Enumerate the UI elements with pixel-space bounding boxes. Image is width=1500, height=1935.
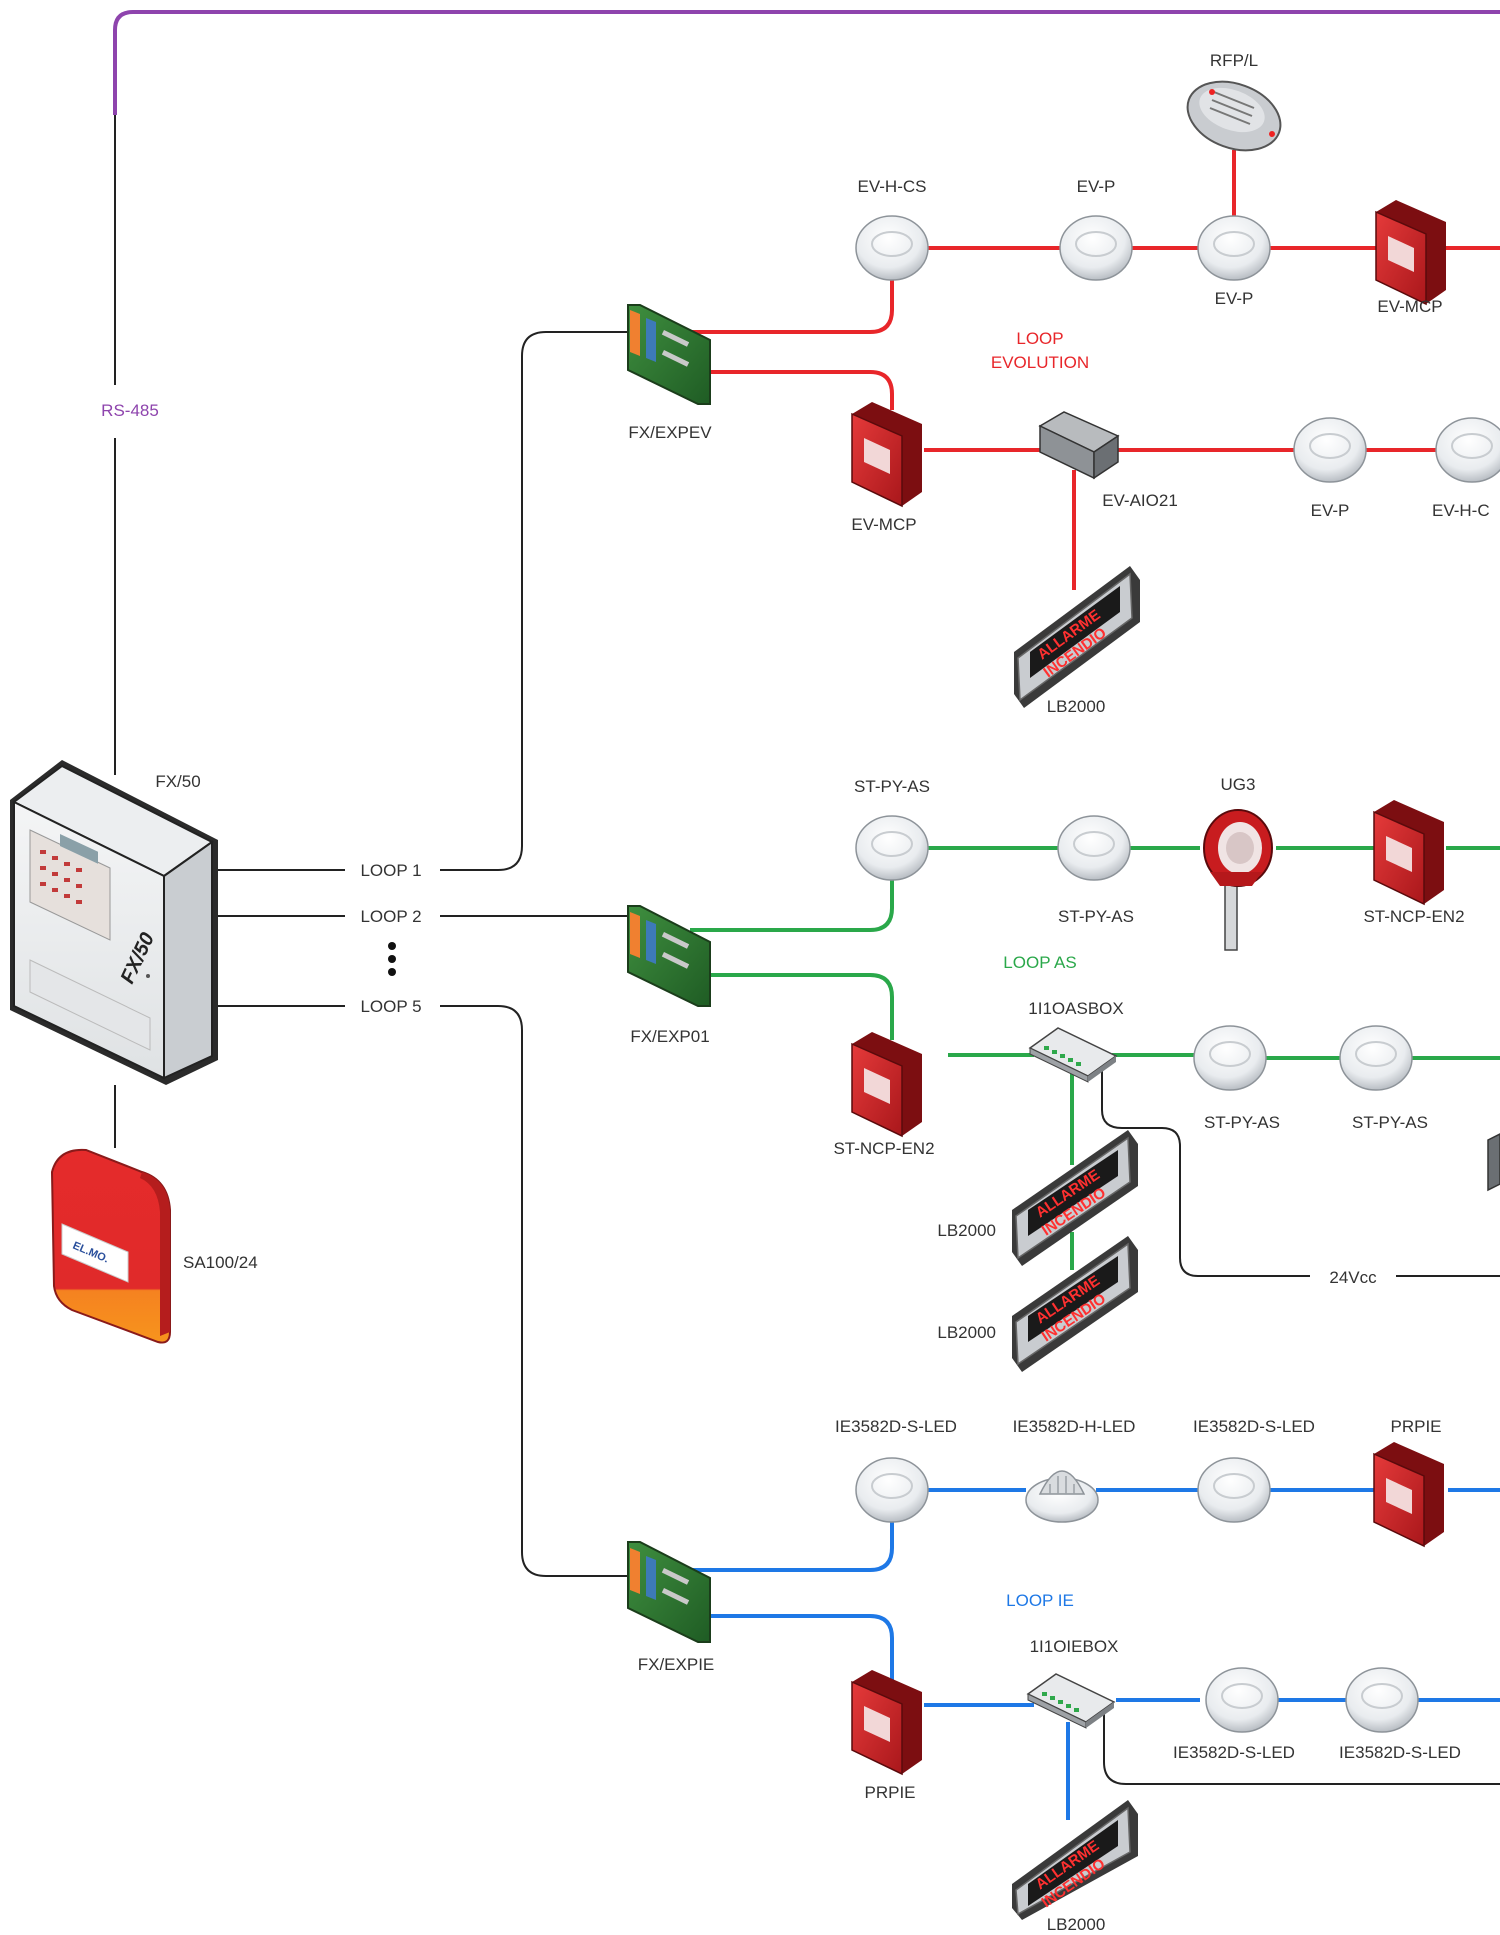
io-module-ev-aio21 [1038, 411, 1120, 480]
1i1oasbox-label: 1I1OASBOX [1028, 999, 1123, 1018]
lb2000-label: LB2000 [937, 1323, 996, 1342]
loop-as-title: LOOP AS [1003, 953, 1076, 972]
loop2-label: LOOP 2 [360, 907, 421, 926]
fx-expie-card [627, 1541, 711, 1643]
manual-call-point [1375, 200, 1446, 306]
sa100-sounder: EL.MO. [50, 1148, 171, 1344]
alarm-sign-lb2000: ALLARME INCENDIO [1012, 1800, 1138, 1920]
prpie-label: PRPIE [864, 1783, 915, 1802]
manual-call-point [851, 1032, 922, 1138]
ev-h-cs-label: EV-H-CS [858, 177, 927, 196]
smoke-detector [1345, 1667, 1419, 1733]
loop5-wire [218, 1005, 628, 1577]
ie-power-wire [1103, 1712, 1500, 1785]
smoke-detector [1197, 1457, 1271, 1523]
ug3-label: UG3 [1221, 775, 1256, 794]
st-py-as-label: ST-PY-AS [1204, 1113, 1280, 1132]
lb2000-label: LB2000 [937, 1221, 996, 1240]
ie3582d-s-led-label: IE3582D-S-LED [1339, 1743, 1461, 1762]
smoke-detector [855, 1457, 929, 1523]
st-py-as-label: ST-PY-AS [1352, 1113, 1428, 1132]
alarm-sign-lb2000: ALLARME INCENDIO [1012, 1236, 1138, 1372]
ev-p-label: EV-P [1077, 177, 1116, 196]
manual-call-point [1373, 800, 1444, 906]
power-24v-wire [1101, 1070, 1500, 1277]
loop-ie-wiring [690, 1488, 1500, 1820]
heat-detector [1025, 1470, 1099, 1523]
alarm-sign-lb2000: ALLARME INCENDIO [1012, 1130, 1138, 1266]
smoke-detector [1057, 815, 1131, 881]
loop-ie-title: LOOP IE [1006, 1591, 1074, 1610]
smoke-detector [855, 215, 929, 281]
fx-expev-card [627, 304, 711, 405]
loop5-label: LOOP 5 [360, 997, 421, 1016]
ev-h-cs-label: EV-H-C [1432, 501, 1490, 520]
ev-mcp-label: EV-MCP [851, 515, 916, 534]
ev-mcp-label: EV-MCP [1377, 297, 1442, 316]
io-box-1i1oasbox [1028, 1027, 1118, 1083]
io-module-partial [1487, 1133, 1500, 1192]
prpie-label: PRPIE [1390, 1417, 1441, 1436]
sounder-ug3 [1203, 809, 1273, 951]
1i1oiebox-label: 1I1OIEBOX [1030, 1637, 1119, 1656]
lb2000-label: LB2000 [1047, 697, 1106, 716]
smoke-detector [1197, 215, 1271, 281]
ie3582d-s-led-label: IE3582D-S-LED [1173, 1743, 1295, 1762]
manual-call-point [1373, 1442, 1444, 1548]
manual-call-point [851, 402, 922, 508]
fx-exp01-card [627, 905, 711, 1007]
ev-p-label: EV-P [1311, 501, 1350, 520]
smoke-detector [1339, 1025, 1413, 1091]
smoke-detector [1205, 1667, 1279, 1733]
st-ncp-en2-label: ST-NCP-EN2 [1363, 907, 1464, 926]
smoke-detector [1293, 417, 1367, 483]
loop-as-wiring [690, 846, 1500, 1270]
ie3582d-s-led-label: IE3582D-S-LED [1193, 1417, 1315, 1436]
alarm-sign-lb2000: ALLARME INCENDIO [1014, 566, 1140, 708]
sa100-label: SA100/24 [183, 1253, 258, 1272]
st-py-as-label: ST-PY-AS [854, 777, 930, 796]
smoke-detector [1059, 215, 1133, 281]
more-loops-ellipsis [388, 942, 396, 976]
fx50-control-panel: FX/50 [10, 760, 218, 1085]
loop1-wire [218, 331, 628, 871]
lb2000-label: LB2000 [1047, 1915, 1106, 1934]
loop-evolution-title-2: EVOLUTION [991, 353, 1089, 372]
ev-aio21-label: EV-AIO21 [1102, 491, 1178, 510]
smoke-detector [855, 815, 929, 881]
ie3582d-h-led-label: IE3582D-H-LED [1013, 1417, 1136, 1436]
rs485-label: RS-485 [101, 401, 159, 420]
loop-evolution-wiring [690, 150, 1500, 590]
smoke-detector [1435, 417, 1500, 483]
loop-evolution-title-1: LOOP [1016, 329, 1063, 348]
st-ncp-en2-label: ST-NCP-EN2 [833, 1139, 934, 1158]
smoke-detector [1193, 1025, 1267, 1091]
fx50-label: FX/50 [155, 772, 200, 791]
fx-exp01-label: FX/EXP01 [630, 1027, 709, 1046]
fx-expie-label: FX/EXPIE [638, 1655, 715, 1674]
ev-p-label: EV-P [1215, 289, 1254, 308]
loop1-label: LOOP 1 [360, 861, 421, 880]
io-box-1i1oiebox [1026, 1673, 1116, 1729]
rs485-bus-line [113, 10, 1500, 115]
manual-call-point [851, 1670, 922, 1776]
st-py-as-label: ST-PY-AS [1058, 907, 1134, 926]
power-24v-label: 24Vcc [1329, 1268, 1377, 1287]
rfpl-label: RFP/L [1210, 51, 1258, 70]
fx-expev-label: FX/EXPEV [628, 423, 712, 442]
ie3582d-s-led-label: IE3582D-S-LED [835, 1417, 957, 1436]
remote-indicator-rfpl [1186, 80, 1282, 152]
